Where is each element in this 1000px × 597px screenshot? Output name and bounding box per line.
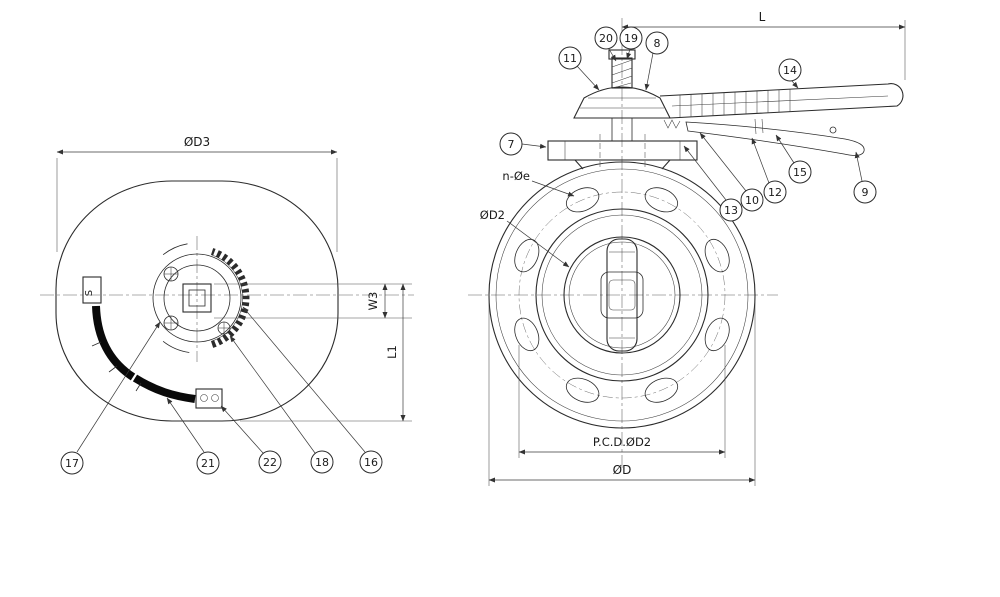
callout-20-number: 20 (599, 32, 613, 45)
lever-arc-segment-2 (132, 374, 196, 403)
gear-mechanism (152, 243, 250, 353)
stem-square-inner (188, 289, 206, 307)
callout-12-number: 12 (768, 186, 782, 199)
callout-balloon-12 (763, 180, 787, 204)
callout-balloon-22 (258, 450, 282, 474)
stop-tab-lower (162, 340, 190, 353)
detent-tick-1 (91, 341, 102, 347)
s-label: S (84, 290, 95, 296)
d-label: ØD (613, 463, 632, 477)
stop-tab-upper (162, 243, 188, 256)
trigger-pin (829, 126, 837, 134)
callout-balloon-15 (788, 160, 812, 184)
callout-balloon-18 (310, 450, 334, 474)
bore-outer-circle (535, 208, 709, 382)
top-flange (547, 134, 698, 170)
right-view-front: L P.C.D.ØD2 ØD n-Øe ØD2 (468, 10, 906, 486)
screw-upper (163, 266, 179, 282)
disc-inner-circle (568, 241, 676, 349)
lever-start-plate (82, 276, 102, 304)
end-plate-hole-1 (200, 394, 208, 402)
disc-outer-circle (563, 236, 681, 354)
d2-text: ØD2 (480, 208, 505, 222)
stem-front (606, 238, 638, 352)
callout-balloon-8 (645, 31, 669, 55)
dimension-l: L (621, 10, 906, 80)
callout-18-number: 18 (315, 456, 329, 469)
bore-inner-circle (541, 214, 703, 376)
flange-outer-circle (488, 161, 756, 429)
callout-balloon-16 (359, 450, 383, 474)
l-label: L (759, 10, 766, 24)
callout-balloon-7 (499, 132, 523, 156)
callout-14-number: 14 (783, 64, 797, 77)
disc-stem-assembly (600, 238, 644, 352)
callout-11-number: 11 (563, 52, 577, 65)
callout-balloon-21 (196, 451, 220, 475)
d3-label: ØD3 (184, 135, 210, 149)
callout-7-number: 7 (508, 138, 515, 151)
callout-22-number: 22 (263, 456, 277, 469)
pcd-label: P.C.D.ØD2 (593, 435, 651, 449)
lever-end-plate (195, 388, 223, 409)
detent-tick-3 (135, 382, 142, 392)
callout-balloon-19 (619, 26, 643, 50)
callout-balloon-17 (60, 451, 84, 475)
screw-right (217, 321, 231, 335)
stem-square-outer (182, 283, 212, 313)
callout-balloon-14 (778, 58, 802, 82)
callout-balloon-11 (558, 46, 582, 70)
grip-serrations (679, 89, 791, 118)
handle-assembly (573, 49, 904, 156)
screw-lower (163, 315, 179, 331)
callout-balloon-20 (594, 26, 618, 50)
gear-teeth-arc (210, 248, 250, 348)
n-oe-text: n-Øe (502, 169, 530, 183)
lever-arm (659, 83, 904, 119)
dimension-w3-l1: W3 L1 (214, 283, 412, 422)
threaded-stub (611, 57, 633, 89)
callout-10-number: 10 (745, 194, 759, 207)
trigger-lock (685, 121, 865, 156)
label-n-oe: n-Øe (502, 169, 575, 197)
ratchet-teeth (663, 119, 681, 129)
dimension-d: ØD (488, 302, 756, 486)
callout-16-number: 16 (364, 456, 378, 469)
valve-body-outline-top (55, 180, 339, 422)
callout-9-number: 9 (862, 186, 869, 199)
right-callouts: 20 19 8 11 14 7 13 10 12 (499, 26, 877, 222)
callout-15-number: 15 (793, 166, 807, 179)
flange-inner-circle (495, 168, 749, 422)
w3-label: W3 (366, 292, 380, 311)
dimension-d3: ØD3 (56, 135, 338, 252)
left-view-top: S ØD3 W3 L1 (40, 135, 414, 475)
callout-13-number: 13 (724, 204, 738, 217)
label-d2: ØD2 (480, 208, 570, 268)
callout-balloon-13 (719, 198, 743, 222)
end-plate-hole-2 (211, 394, 219, 402)
callout-21-number: 21 (201, 457, 215, 470)
callout-balloon-9 (853, 180, 877, 204)
stem-cap (608, 49, 636, 60)
bolt-circle (518, 191, 726, 399)
lever-arc-segment-1 (92, 305, 136, 381)
callout-17-number: 17 (65, 457, 79, 470)
callout-19-number: 19 (624, 32, 638, 45)
detent-tick-2 (108, 365, 118, 373)
thread-hatch (611, 59, 633, 89)
valve-body-front (488, 161, 756, 429)
callout-8-number: 8 (654, 37, 661, 50)
callout-balloon-10 (740, 188, 764, 212)
l1-label: L1 (385, 345, 399, 359)
dimension-pcd: P.C.D.ØD2 (518, 345, 726, 458)
lever-handle-top: S (82, 276, 223, 409)
mounting-flange-plate (547, 140, 698, 161)
left-callouts: 17 21 22 18 16 (60, 306, 383, 475)
hub-inner (608, 279, 636, 311)
handle-dome (573, 86, 671, 119)
flange-bolt-holes (514, 187, 730, 403)
hub-outer (600, 271, 644, 319)
